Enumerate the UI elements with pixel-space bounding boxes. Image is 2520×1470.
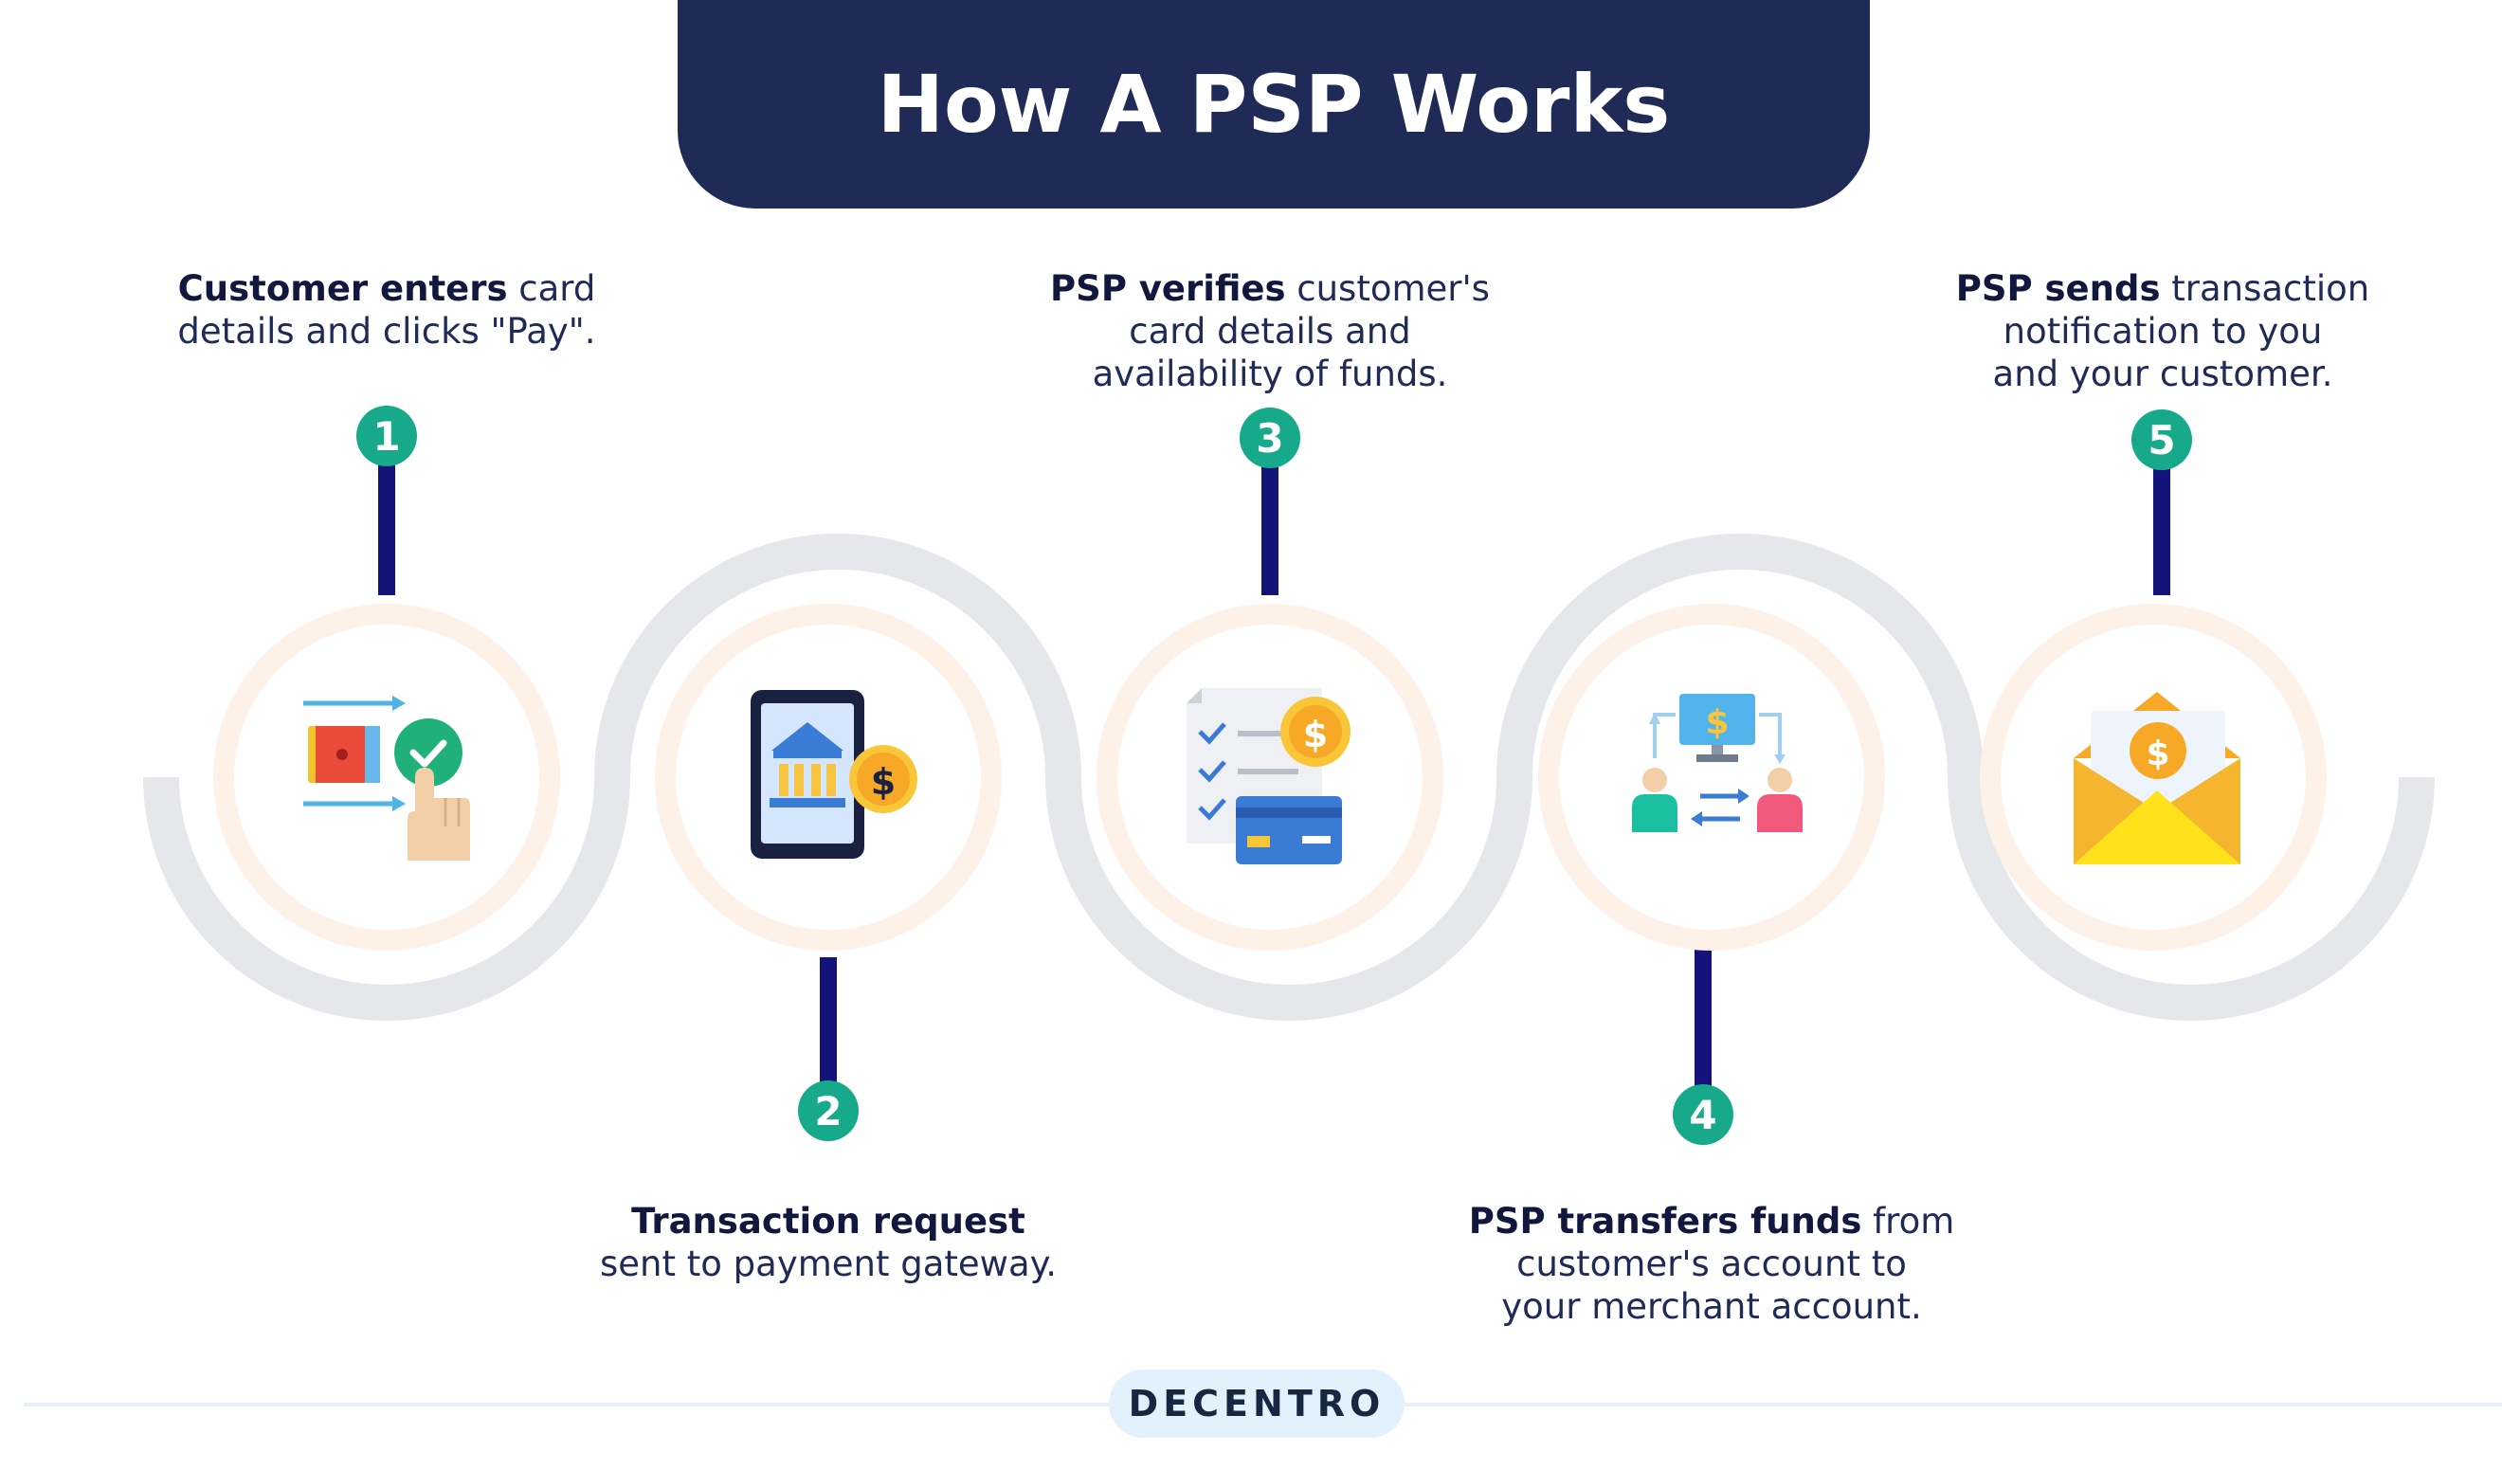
step-description-4: PSP transfers funds from customer's acco… [1408, 1200, 2015, 1328]
step-number-3: 3 [1256, 415, 1283, 462]
step-5-bold: PSP sends [1955, 268, 2161, 309]
step-5-line-3: and your customer. [1992, 354, 2333, 394]
step-3-line-3: availability of funds. [1092, 354, 1448, 394]
svg-text:$: $ [1303, 714, 1328, 755]
step-badge-5: 5 [2131, 409, 2192, 470]
step-4-line-2: customer's account to [1516, 1243, 1907, 1284]
step-description-1: Customer enters card details and clicks … [83, 267, 690, 353]
step-2-bold: Transaction request [631, 1201, 1025, 1242]
step-5-rest: transaction [2160, 268, 2370, 309]
step-number-5: 5 [2148, 417, 2175, 463]
step-1-rest: card [507, 268, 596, 309]
card-payment-tap-icon [303, 696, 470, 861]
page-title: How A PSP Works [877, 58, 1671, 151]
step-description-2: Transaction request sent to payment gate… [525, 1200, 1132, 1285]
step-circle-1 [213, 604, 560, 951]
title-banner: How A PSP Works [678, 0, 1870, 209]
step-number-2: 2 [814, 1088, 842, 1134]
step-number-4: 4 [1689, 1092, 1716, 1138]
step-3-line-2: card details and [1129, 311, 1411, 352]
svg-text:$: $ [871, 761, 896, 803]
fund-transfer-icon: $ [1632, 694, 1803, 832]
step-1-line-2: details and clicks "Pay". [177, 311, 596, 352]
step-badge-3: 3 [1240, 408, 1300, 468]
step-3-bold: PSP verifies [1050, 268, 1286, 309]
step-badge-2: 2 [798, 1080, 859, 1141]
step-4-line-3: your merchant account. [1501, 1286, 1922, 1327]
brand-name: DECENTRO [1128, 1383, 1386, 1425]
step-1-bold: Customer enters [177, 268, 508, 309]
step-description-3: PSP verifies customer's card details and… [967, 267, 1573, 395]
wave-track [143, 534, 2435, 1021]
step-number-1: 1 [372, 413, 400, 460]
verification-checklist-icon: $ [1187, 688, 1351, 864]
step-description-5: PSP sends transaction notification to yo… [1859, 267, 2466, 395]
step-4-rest: from [1861, 1201, 1955, 1242]
step-circle-4 [1538, 604, 1885, 951]
step-badge-4: 4 [1673, 1084, 1733, 1145]
step-5-line-2: notification to you [2003, 311, 2323, 352]
brand-logo: DECENTRO [1109, 1370, 1405, 1438]
svg-text:$: $ [1705, 703, 1729, 742]
step-3-rest: customer's [1285, 268, 1490, 309]
mobile-bank-icon: $ [751, 690, 917, 859]
step-2-line-2: sent to payment gateway. [600, 1243, 1057, 1284]
step-4-bold: PSP transfers funds [1468, 1201, 1862, 1242]
step-badge-1: 1 [356, 406, 417, 466]
envelope-notification-icon: $ [2074, 692, 2240, 864]
svg-text:$: $ [2146, 735, 2169, 773]
